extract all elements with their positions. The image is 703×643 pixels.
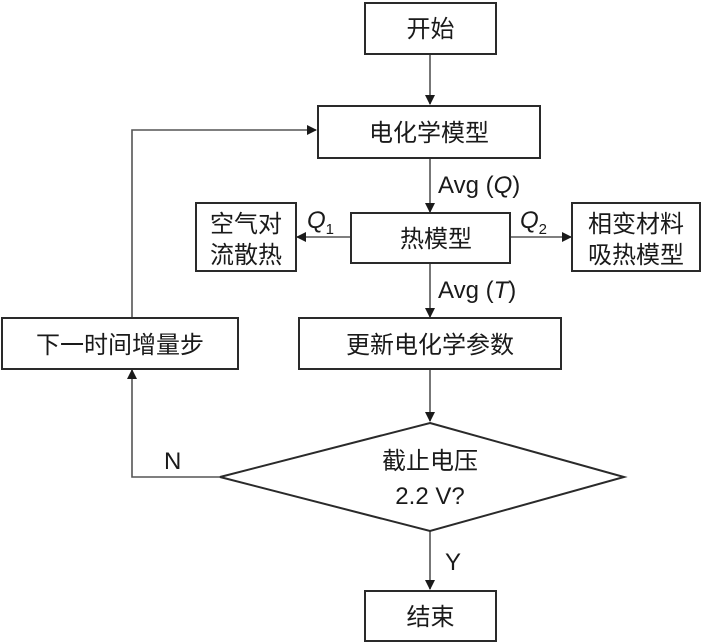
avg-q-label: Avg (Q) (438, 172, 520, 199)
decision-node: 截止电压 2.2 V? (219, 421, 628, 533)
decision-line1: 截止电压 (382, 447, 478, 475)
update-params-label: 更新电化学参数 (346, 331, 514, 359)
edge-nextstep-to-electrochem (131, 125, 317, 317)
yes-label: Y (445, 549, 461, 576)
start-node: 开始 (364, 2, 497, 55)
end-label: 结束 (407, 603, 455, 631)
thermal-model-label: 热模型 (400, 225, 472, 253)
q1-label: Q1 (307, 207, 334, 238)
decision-line2: 2.2 V? (395, 483, 464, 510)
edge-decision-to-nextstep (127, 369, 220, 478)
electrochem-model-node: 电化学模型 (317, 105, 541, 159)
pcm-model-line1: 相变材料 (588, 210, 684, 238)
end-node: 结束 (364, 590, 497, 642)
next-step-label: 下一时间增量步 (36, 331, 204, 359)
pcm-model-line2: 吸热模型 (588, 241, 684, 269)
start-label: 开始 (407, 15, 455, 43)
air-convection-node: 空气对 流散热 (195, 202, 297, 272)
avg-t-label: Avg (T) (438, 277, 516, 304)
no-label: N (164, 448, 181, 475)
update-params-node: 更新电化学参数 (298, 317, 562, 370)
air-convection-line2: 流散热 (210, 241, 282, 269)
next-step-node: 下一时间增量步 (1, 317, 239, 370)
electrochem-model-label: 电化学模型 (369, 119, 489, 147)
thermal-model-node: 热模型 (350, 212, 511, 264)
q2-label: Q2 (520, 207, 547, 238)
air-convection-line1: 空气对 (210, 210, 282, 238)
pcm-model-node: 相变材料 吸热模型 (571, 202, 701, 272)
